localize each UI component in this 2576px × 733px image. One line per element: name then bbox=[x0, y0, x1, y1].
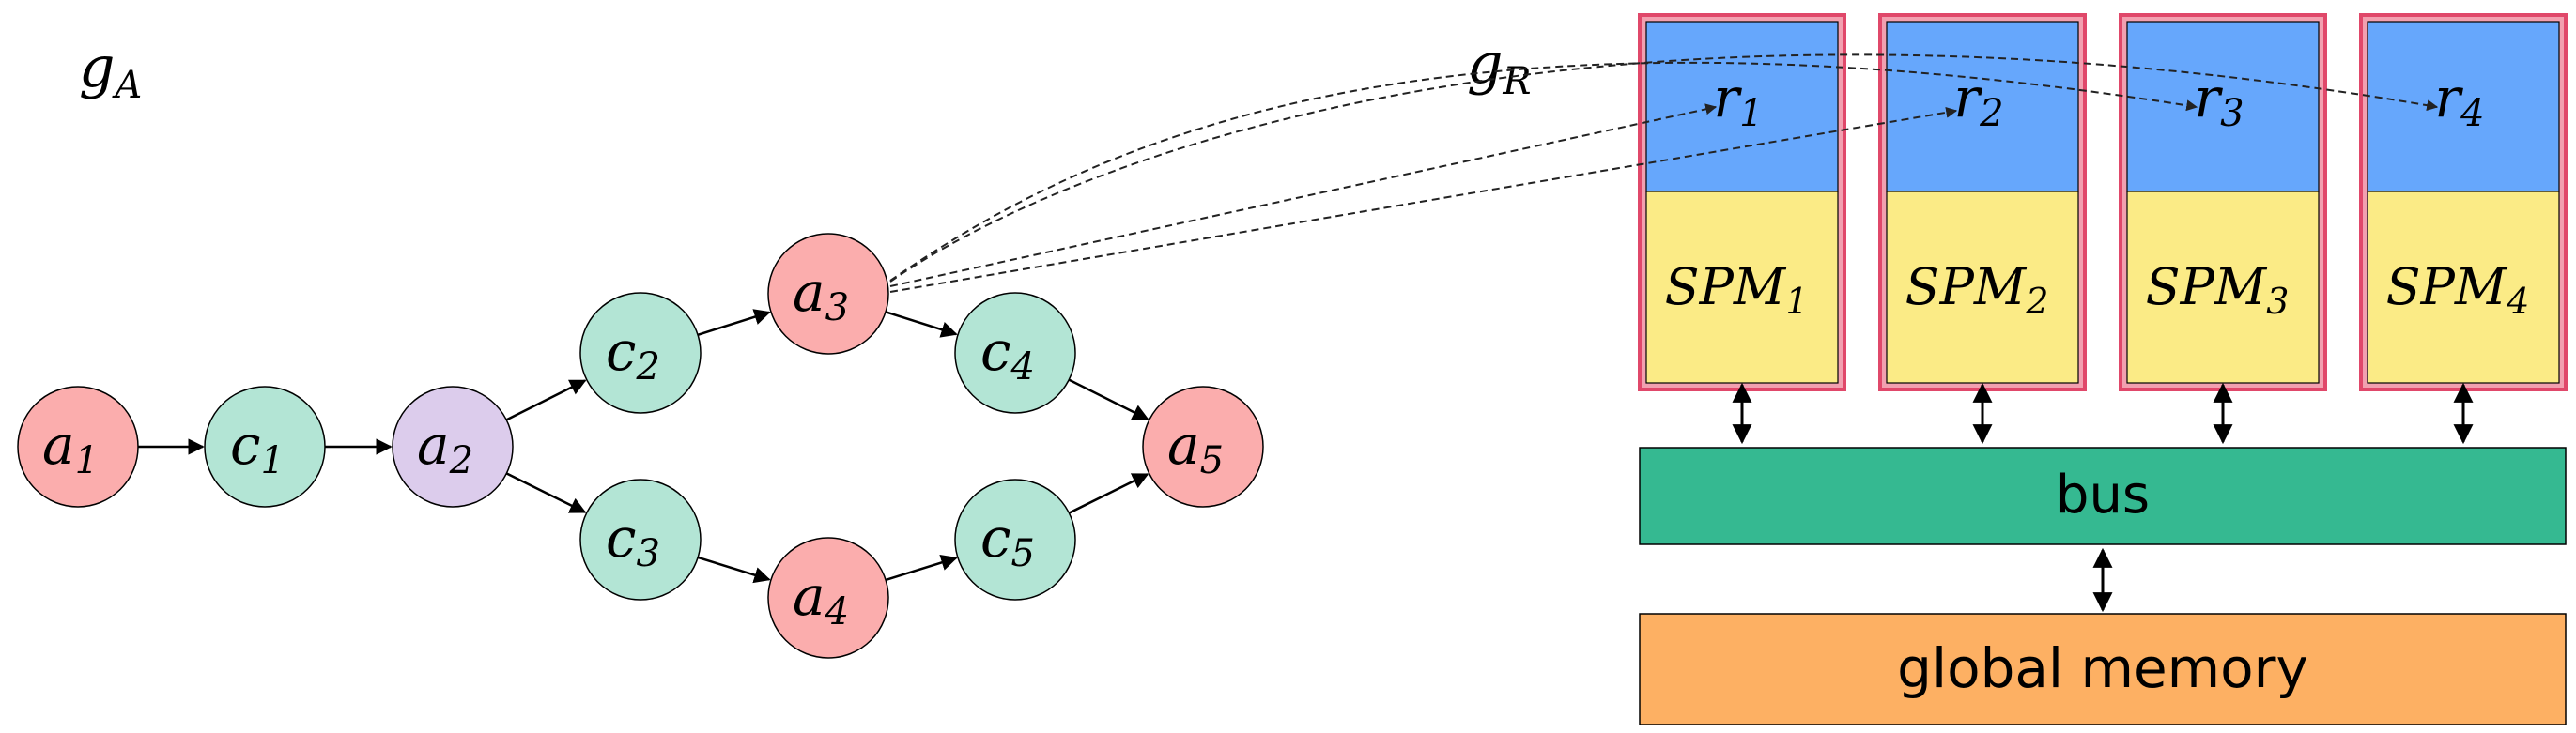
edge-c5-a5 bbox=[1068, 473, 1149, 514]
node-a4-circle bbox=[767, 537, 889, 659]
spm-r2-label: SPM2 bbox=[1905, 257, 2049, 322]
node-c3-label: c3 bbox=[606, 506, 660, 575]
global-memory-rect bbox=[1639, 613, 2567, 725]
node-c5: c5 bbox=[954, 479, 1076, 601]
node-c3-circle bbox=[579, 479, 702, 601]
register-r2 bbox=[1886, 21, 2079, 192]
node-a5: a5 bbox=[1142, 386, 1264, 508]
node-c4-label: c4 bbox=[980, 319, 1035, 389]
node-c1-label: c1 bbox=[230, 413, 285, 482]
register-r1 bbox=[1645, 21, 1839, 192]
spm-r4 bbox=[2367, 191, 2560, 384]
node-c4: c4 bbox=[954, 292, 1076, 414]
mapping-edge-a3-r2 bbox=[889, 106, 1958, 293]
mapping-edges bbox=[889, 53, 2439, 293]
bus-label: bus bbox=[2056, 465, 2150, 526]
mapping-edge-a3-r1 bbox=[889, 103, 1718, 287]
spm-r1-label: SPM1 bbox=[1665, 257, 1809, 322]
edge-c3-a4 bbox=[697, 556, 771, 584]
node-a1-circle bbox=[17, 386, 139, 508]
global-memory-label: global memory bbox=[1897, 636, 2308, 700]
edge-a3-c4 bbox=[885, 311, 958, 338]
node-a3: a3 bbox=[767, 233, 889, 355]
edge-a4-c5 bbox=[885, 554, 958, 582]
node-a5-circle bbox=[1142, 386, 1264, 508]
node-c5-label: c5 bbox=[980, 506, 1035, 575]
node-a2: a2 bbox=[392, 386, 514, 508]
spm-r1 bbox=[1645, 191, 1839, 384]
node-c1-circle bbox=[204, 386, 326, 508]
edge-c2-a3 bbox=[697, 309, 771, 336]
node-c2-label: c2 bbox=[606, 319, 660, 389]
node-c1: c1 bbox=[204, 386, 326, 508]
node-a4-label: a4 bbox=[793, 564, 849, 634]
node-c2-circle bbox=[579, 292, 702, 414]
arch-graph-label-sub: R bbox=[1502, 60, 1531, 103]
app-graph-edges bbox=[138, 309, 1149, 584]
edge-a2-c2 bbox=[505, 379, 587, 421]
node-a2-label: a2 bbox=[417, 413, 473, 482]
register-r4-label: r4 bbox=[2434, 66, 2484, 135]
node-a3-circle bbox=[767, 233, 889, 355]
bus-block: bus bbox=[1639, 447, 2567, 545]
register-r1-label: r1 bbox=[1713, 66, 1763, 135]
node-c3: c3 bbox=[579, 479, 702, 601]
mapping-edge-a3-r3 bbox=[889, 61, 2198, 282]
spm-r2 bbox=[1886, 191, 2079, 384]
node-c2: c2 bbox=[579, 292, 702, 414]
node-a4: a4 bbox=[767, 537, 889, 659]
spm-r4-label: SPM4 bbox=[2386, 257, 2530, 322]
edge-a2-c3 bbox=[505, 472, 587, 513]
app-graph-label-name: g bbox=[79, 35, 115, 100]
register-r3 bbox=[2126, 21, 2320, 192]
node-a1: a1 bbox=[17, 386, 139, 508]
node-a1-label: a1 bbox=[42, 413, 99, 482]
spm-r3-label: SPM3 bbox=[2146, 257, 2290, 322]
arch-graph-label: gR bbox=[1467, 31, 1532, 103]
app-graph-label-sub: A bbox=[111, 64, 142, 107]
register-r3-label: r3 bbox=[2194, 66, 2244, 135]
global-memory-block: global memory bbox=[1639, 613, 2567, 725]
node-c5-circle bbox=[954, 479, 1076, 601]
edge-c4-a5 bbox=[1068, 378, 1149, 420]
app-graph-nodes: a1 c1 a2 c2 c3 a3 a4 c4 c5 a5 bbox=[17, 233, 1264, 659]
bus-rect bbox=[1639, 447, 2567, 545]
node-a3-label: a3 bbox=[793, 260, 849, 329]
node-a5-label: a5 bbox=[1167, 413, 1224, 482]
mapping-edge-a3-r4 bbox=[889, 53, 2439, 283]
node-c4-circle bbox=[954, 292, 1076, 414]
node-a2-circle bbox=[392, 386, 514, 508]
app-graph-label: gA bbox=[79, 35, 142, 107]
arch-graph-label-name: g bbox=[1467, 31, 1503, 97]
spm-r3 bbox=[2126, 191, 2320, 384]
